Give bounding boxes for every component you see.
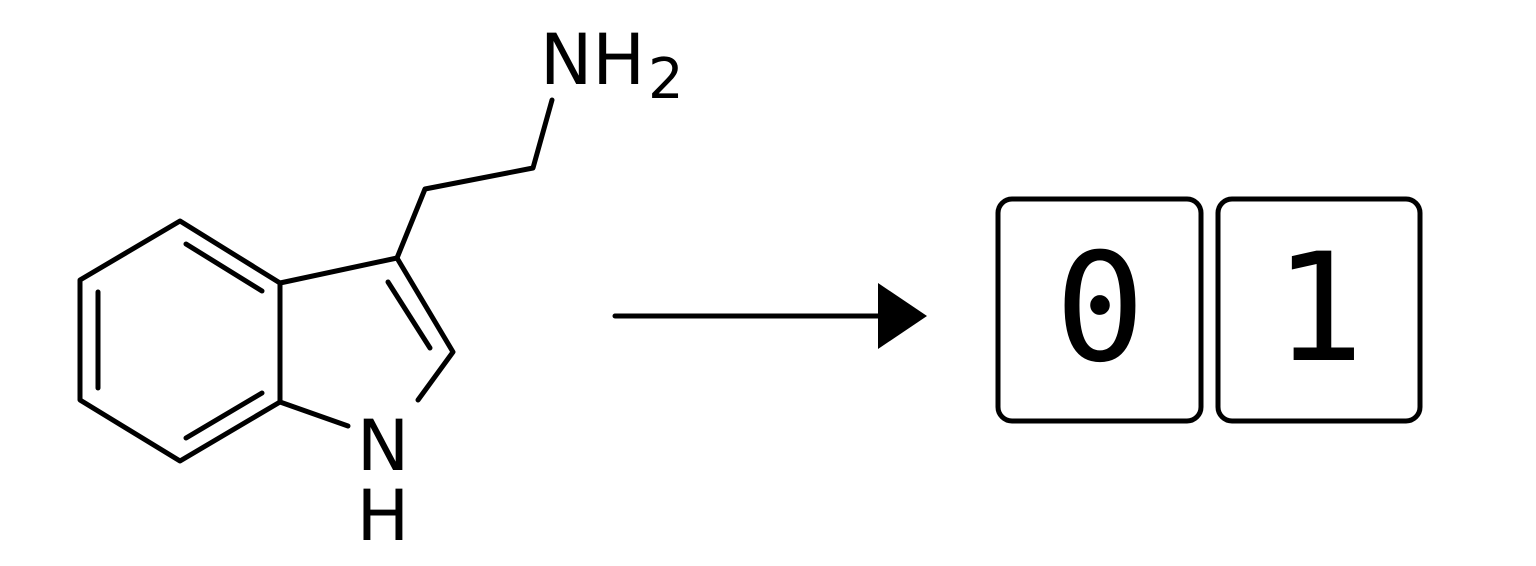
digit-1: 1 — [1274, 222, 1364, 396]
amine-subscript: 2 — [648, 47, 684, 112]
pyrrole-double-bond — [385, 279, 433, 351]
binary-output: 0 1 — [995, 196, 1423, 424]
digit-box-0: 0 — [995, 196, 1204, 424]
pyrrole-ring-upper — [277, 255, 456, 403]
benzene-double-bond-1 — [183, 241, 265, 294]
amine-label: NH — [540, 19, 645, 101]
benzene-ring — [77, 218, 283, 464]
digit-box-1: 1 — [1215, 196, 1423, 424]
right-arrow — [612, 283, 927, 349]
benzene-double-bond-3 — [183, 390, 265, 441]
ring-nitrogen-label: N — [357, 405, 409, 487]
ethylamine-chain — [394, 97, 555, 261]
tryptamine-structure: NH 2 N H — [77, 19, 684, 557]
ring-hydrogen-label: H — [357, 475, 410, 557]
pyrrole-n-bond — [277, 399, 351, 429]
arrow-head — [878, 283, 927, 349]
digit-0: 0 — [1055, 222, 1145, 396]
